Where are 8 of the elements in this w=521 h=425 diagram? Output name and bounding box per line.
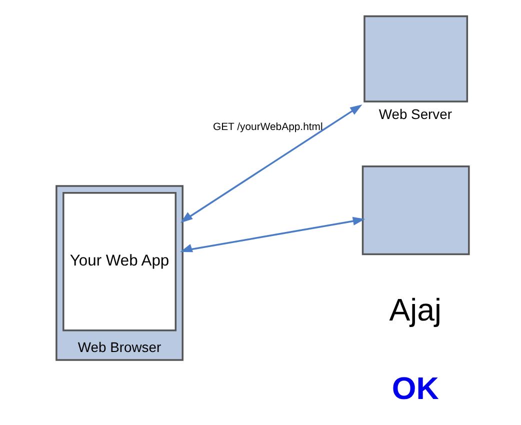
label: Ajaj: [389, 292, 442, 328]
node-label: Web Server: [378, 106, 452, 122]
arrow: [180, 216, 366, 252]
label: OK: [392, 370, 439, 406]
node-box: Your Web App: [62, 192, 177, 332]
node-box: [362, 166, 470, 256]
arrow: [180, 104, 362, 223]
edge-label: GET /yourWebApp.html: [212, 122, 323, 133]
